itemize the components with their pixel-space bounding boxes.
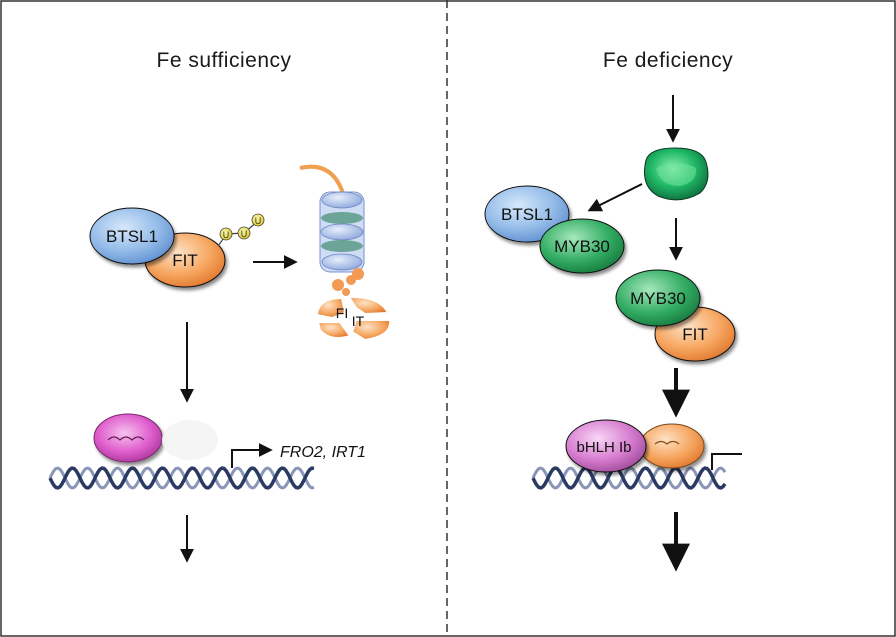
myb30-fit-label: MYB30 [630,289,686,308]
ubiquitin-icon [219,227,233,241]
right-panel: Fe deficiency BTSL1 MYB30 FIT MYB30 [484,49,742,572]
fit-label: FIT [172,251,198,270]
ubiquitin-label-1: U [223,230,230,240]
left-panel: Fe sufficiency FIT BTSL1 U U U [48,49,392,563]
arrow-sensor-to-btsl1 [587,183,643,212]
btsl1-right-label: BTSL1 [501,205,553,224]
myb30-fit: MYB30 [615,269,701,327]
btsl1-left: BTSL1 [89,207,175,265]
ubiquitin-icon [251,213,265,227]
promoter-arrow-right [711,453,742,470]
degraded-fit: FI IT [315,295,392,342]
dna-helix-left [48,466,315,490]
btsl1-label: BTSL1 [106,227,158,246]
ubiquitin-label-2: U [241,229,248,239]
promoter-arrow-left [231,443,273,468]
ubiquitin-label-3: U [255,216,262,226]
btsl1-right: BTSL1 [484,185,570,243]
bhlh-label: bHLH Ib [576,439,631,456]
degraded-fit-label-a: FI [336,305,348,321]
dna-strand [531,466,727,490]
dna-strand [48,466,315,490]
target-genes-label: FRO2, IRT1 [280,444,366,461]
degraded-fit-label-b: IT [352,313,365,329]
myb30-complex: MYB30 [539,218,625,274]
transcription-factor-left [93,413,218,463]
bhlh-fit-dna-complex: bHLH Ib [565,419,705,473]
dna-strand [48,466,315,490]
proteasome-icon [299,164,365,296]
ubiquitin-icon [237,226,251,240]
btsl1-protein [89,207,175,265]
dna-strand [531,466,727,490]
left-panel-title: Fe sufficiency [157,49,292,72]
right-panel-title: Fe deficiency [603,49,733,72]
ubiquitin-chain: U U U [217,213,265,247]
myb30-complex-label: MYB30 [554,237,610,256]
fit-right-label: FIT [682,325,708,344]
dna-helix-right [531,466,727,490]
iron-sensor-icon [644,147,709,201]
